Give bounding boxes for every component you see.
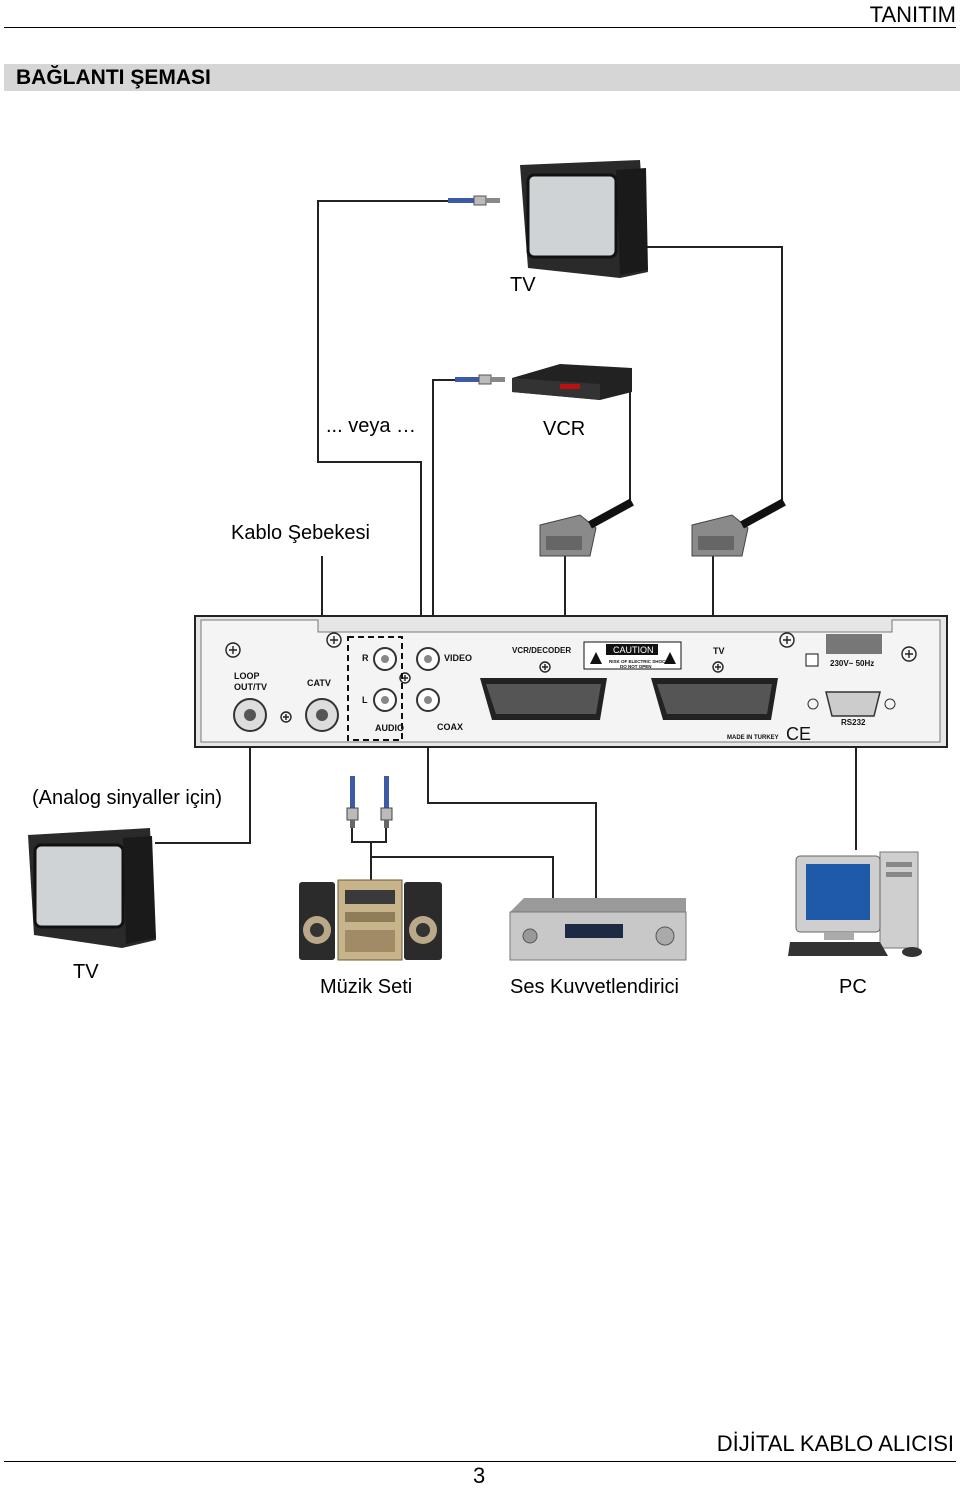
cables bbox=[155, 200, 857, 900]
scart-plug-vcr bbox=[539, 498, 634, 557]
or-label: ... veya … bbox=[326, 415, 417, 437]
panel-coax-label: COAX bbox=[437, 722, 463, 732]
page-title: BAĞLANTI ŞEMASI bbox=[16, 66, 211, 89]
analog-note-label: (Analog sinyaller için) bbox=[32, 787, 223, 809]
rf-plug-vcr bbox=[455, 374, 505, 385]
panel-loop-label: LOOP bbox=[234, 671, 260, 681]
pc-label: PC bbox=[839, 976, 867, 998]
panel-power-label: 230V~ 50Hz bbox=[830, 659, 874, 668]
panel-video-label: VIDEO bbox=[444, 653, 472, 663]
vcr-icon bbox=[512, 364, 632, 400]
panel-caution-sub1: RISK OF ELECTRIC SHOCK bbox=[609, 659, 669, 664]
amplifier-icon bbox=[509, 898, 687, 961]
rca-plug-left bbox=[346, 776, 359, 828]
panel-caution-sub2: DO NOT OPEN bbox=[620, 664, 652, 669]
panel-r-label: R bbox=[362, 653, 369, 663]
panel-loop-label2: OUT/TV bbox=[234, 682, 267, 692]
footer-rule bbox=[4, 1461, 956, 1462]
title-bar: BAĞLANTI ŞEMASI bbox=[4, 64, 960, 91]
tv-bottom-label: TV bbox=[73, 961, 99, 983]
rear-panel bbox=[194, 615, 948, 748]
page-number: 3 bbox=[473, 1463, 486, 1488]
amplifier-label: Ses Kuvvetlendirici bbox=[510, 976, 679, 998]
tv-bottom-icon bbox=[28, 828, 156, 948]
panel-labels: LOOP OUT/TV CATV R L AUDIO VIDEO COAX VC… bbox=[234, 645, 874, 744]
panel-catv-label: CATV bbox=[307, 678, 331, 688]
panel-tv-label: TV bbox=[713, 646, 725, 656]
panel-rs232-label: RS232 bbox=[841, 718, 866, 727]
music-system-icon bbox=[299, 879, 442, 961]
panel-caution-label: CAUTION bbox=[613, 645, 654, 655]
panel-ce-label: CE bbox=[786, 724, 811, 744]
pc-icon bbox=[788, 851, 922, 957]
rf-plug-top bbox=[448, 195, 500, 206]
tv-top-label: TV bbox=[510, 274, 536, 296]
product-name: DİJİTAL KABLO ALICISI bbox=[716, 1431, 954, 1456]
section-name: TANITIM bbox=[869, 2, 956, 27]
vcr-label: VCR bbox=[543, 418, 586, 440]
tv-top-icon bbox=[520, 160, 648, 278]
cable-network-label: Kablo Şebekesi bbox=[231, 522, 370, 544]
scart-plug-tv bbox=[691, 498, 786, 557]
panel-l-label: L bbox=[362, 695, 368, 705]
panel-made-in-label: MADE IN TURKEY bbox=[727, 735, 779, 741]
panel-vcr-decoder-label: VCR/DECODER bbox=[512, 646, 571, 655]
header-rule bbox=[4, 27, 956, 28]
music-system-label: Müzik Seti bbox=[320, 976, 413, 998]
rca-plug-right bbox=[380, 776, 393, 828]
panel-audio-label: AUDIO bbox=[375, 723, 404, 733]
